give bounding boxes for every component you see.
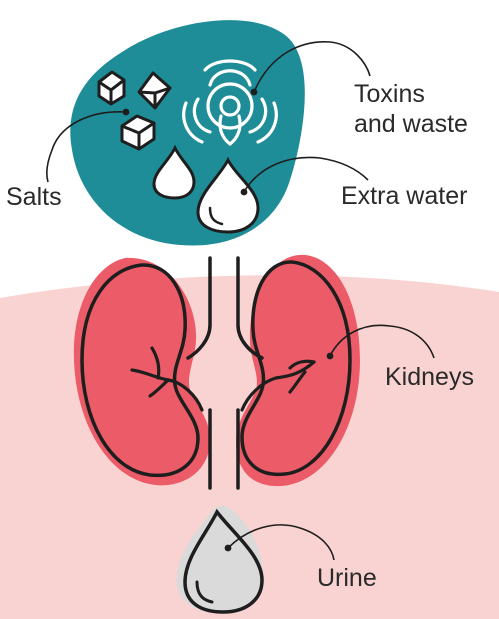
toxins-label-line1: Toxins [354,80,425,108]
salts-label: Salts [6,183,62,211]
kidneys-label: Kidneys [385,363,474,391]
toxins-label-line2: and waste [354,110,468,138]
extra-water-label: Extra water [341,182,467,210]
urine-label: Urine [317,564,377,592]
